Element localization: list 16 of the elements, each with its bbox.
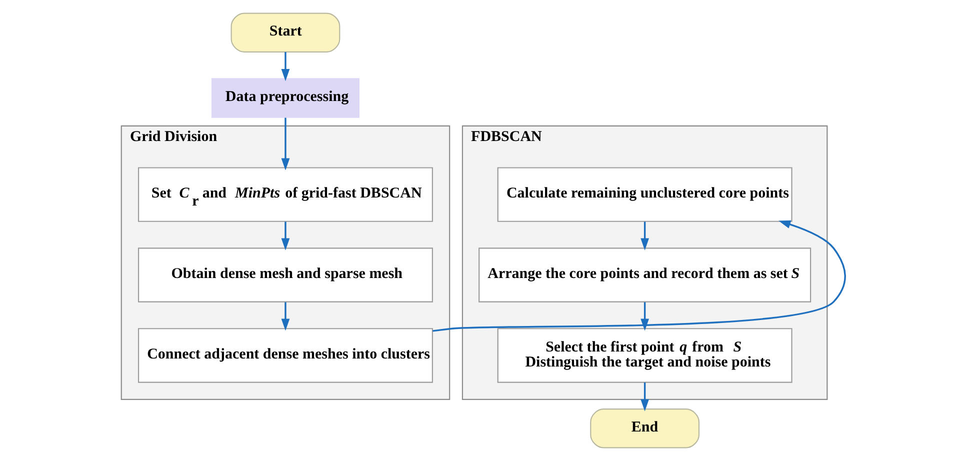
arrow: [281, 302, 290, 330]
node-box: End: [590, 408, 700, 448]
arrow: [281, 51, 290, 81]
node-box: Arrange the core points and record them as set S: [478, 247, 812, 302]
arrow: [640, 382, 650, 411]
node-box: Data preprocessing: [211, 78, 360, 118]
arrow: [281, 221, 290, 250]
node-box: Obtain dense mesh and sparse mesh: [138, 247, 433, 302]
node-box: Connect adjacent dense meshes into clusters: [138, 328, 433, 382]
node-box: Calculate remaining unclustered core points: [497, 166, 792, 222]
arrow: [640, 302, 650, 330]
arrow: [432, 220, 846, 332]
node-box: Start: [230, 12, 340, 52]
node-box: Select the first point q from S Distinguish the target and noise points: [497, 328, 792, 382]
arrow: [281, 117, 290, 170]
arrow: [640, 221, 650, 250]
